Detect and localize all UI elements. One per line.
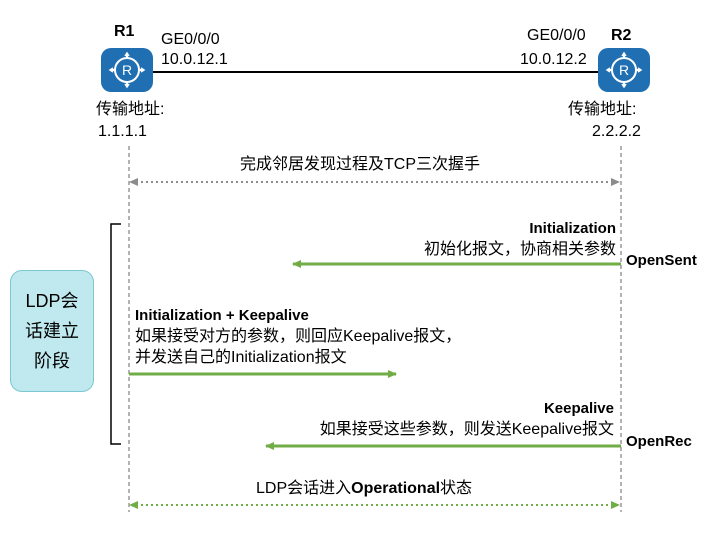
r2-name: R2 (611, 27, 632, 44)
operational-text: LDP会话进入Operational状态 (256, 479, 472, 499)
r1-port: GE0/0/0 (161, 31, 220, 48)
state-opensent: OpenSent (626, 252, 697, 269)
keepalive-r2-desc: 如果接受这些参数，则发送Keepalive报文 (319, 421, 614, 438)
init-r2-title: Initialization (529, 220, 616, 237)
r1-transport-label: 传输地址: (96, 101, 165, 118)
svg-text:R: R (619, 62, 629, 78)
phase-bracket (110, 223, 121, 445)
r2-transport-label: 传输地址: (568, 101, 637, 118)
operational-prefix: LDP会话进入 (256, 480, 352, 497)
phase-line-1: LDP会 (25, 291, 79, 311)
r1-transport-addr: 1.1.1.1 (98, 123, 147, 140)
init-r1-desc-2: 并发送自己的Initialization报文 (135, 349, 347, 366)
init-r1-title: Initialization + Keepalive (135, 307, 309, 324)
r2-port: GE0/0/0 (527, 27, 586, 44)
state-openrec: OpenRec (626, 433, 692, 450)
r1-router[interactable]: R (101, 48, 153, 92)
r2-router[interactable]: R (598, 48, 650, 92)
router-icon: R (108, 51, 146, 89)
r1-ip: 10.0.12.1 (161, 51, 228, 68)
operational-suffix: 状态 (440, 480, 473, 497)
router-icon: R (605, 51, 643, 89)
svg-text:R: R (122, 62, 132, 78)
phase-line-3: 阶段 (34, 351, 70, 371)
init-r1-desc-1: 如果接受对方的参数，则回应Keepalive报文， (135, 328, 462, 345)
phase-line-2: 话建立 (25, 321, 79, 341)
phase-box: LDP会 话建立 阶段 (10, 270, 94, 392)
r1-name: R1 (114, 23, 135, 40)
operational-bold: Operational (351, 480, 441, 497)
r2-ip: 10.0.12.2 (520, 51, 587, 68)
discovery-text: 完成邻居发现过程及TCP三次握手 (240, 156, 481, 173)
init-r2-desc: 初始化报文，协商相关参数 (423, 241, 616, 258)
keepalive-r2-title: Keepalive (543, 400, 614, 417)
r2-transport-addr: 2.2.2.2 (592, 123, 641, 140)
